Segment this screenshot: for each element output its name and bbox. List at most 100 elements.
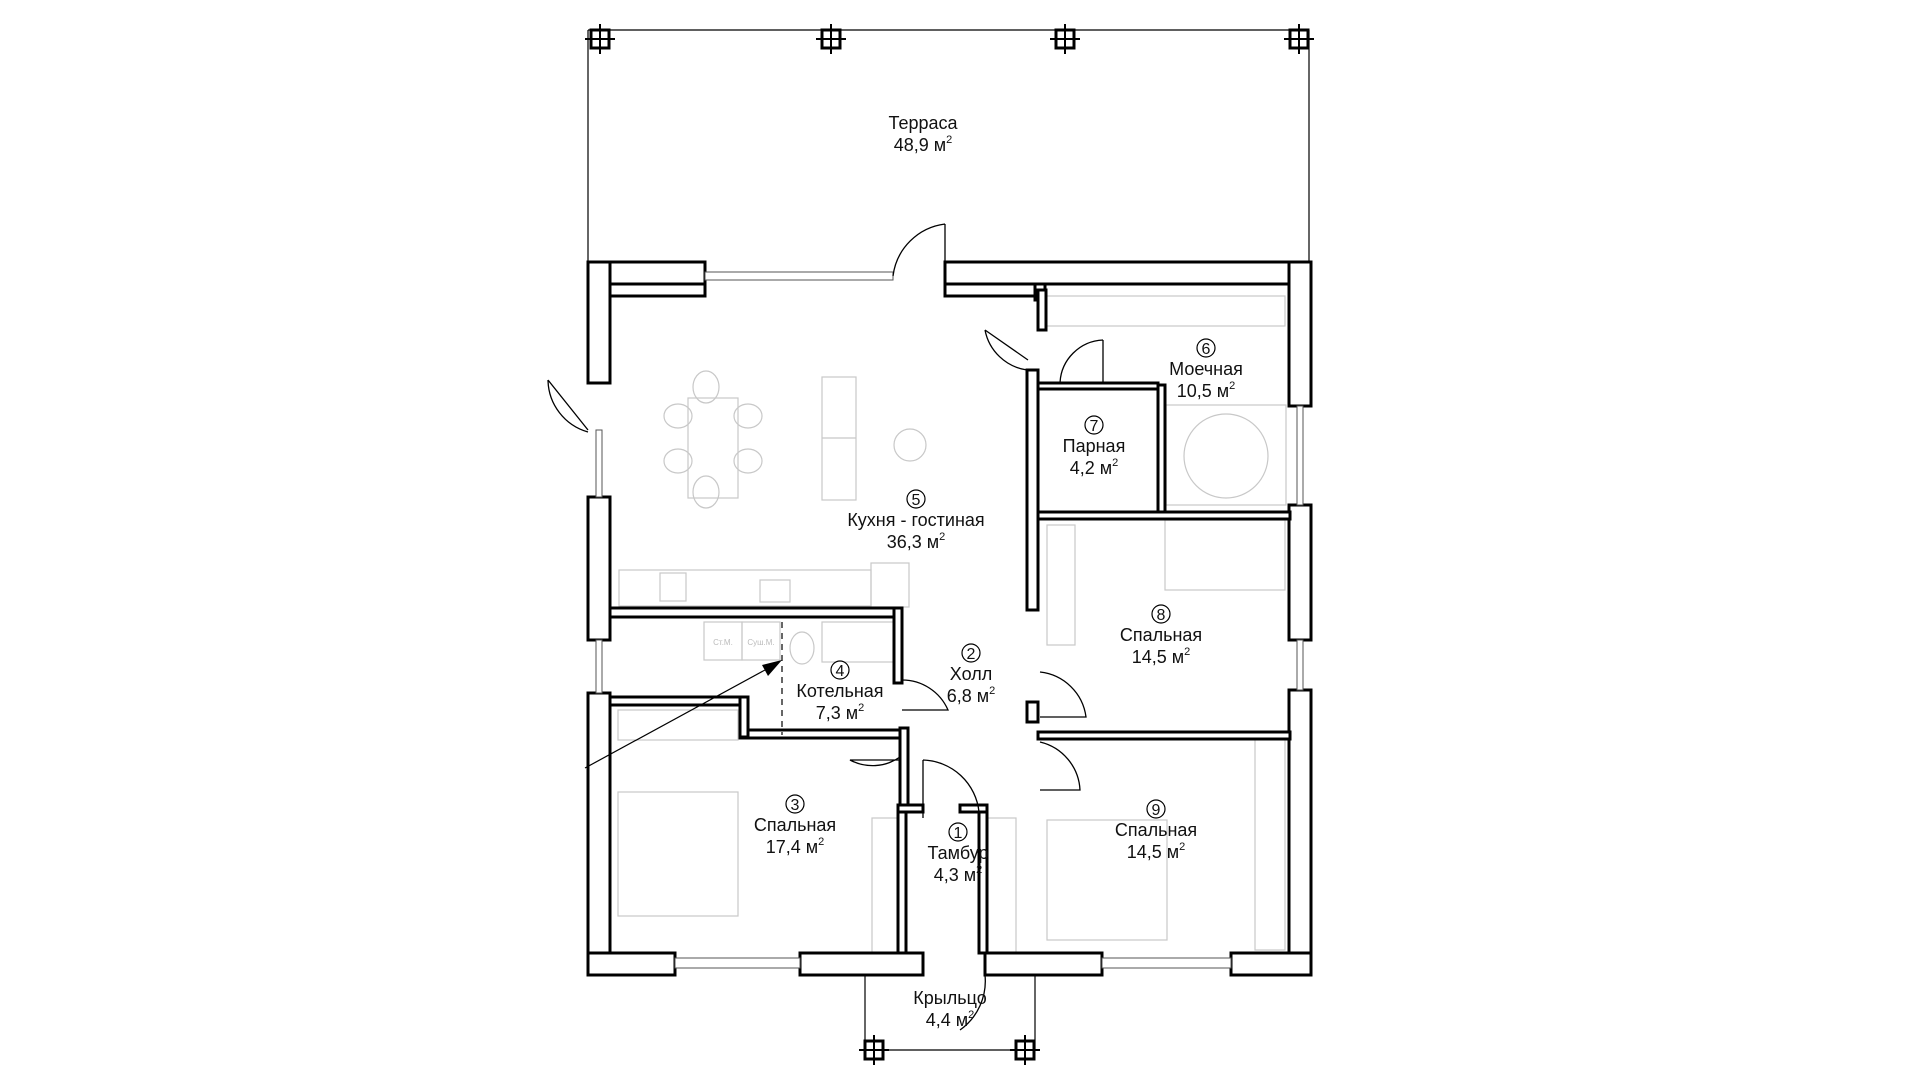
kitchen-counter-icon bbox=[618, 562, 910, 608]
room-number: 6 bbox=[1202, 341, 1211, 358]
exterior-wall bbox=[1287, 688, 1313, 977]
dining-table-icon bbox=[663, 370, 763, 509]
room-number-badge bbox=[961, 643, 981, 663]
room-area-unit-power: 2 bbox=[939, 531, 945, 543]
room-area-unit: м bbox=[1100, 458, 1112, 478]
room-name: Терраса bbox=[888, 113, 958, 133]
column-icon bbox=[1050, 24, 1080, 54]
room-number: 3 bbox=[791, 797, 800, 814]
interior-wall bbox=[1025, 700, 1040, 724]
exterior-wall bbox=[586, 495, 612, 642]
interior-wall bbox=[898, 726, 910, 810]
room-area-unit-power: 2 bbox=[1179, 841, 1185, 853]
room-number-badge bbox=[1151, 604, 1171, 624]
room-area-unit-power: 2 bbox=[976, 864, 982, 876]
exterior-wall bbox=[586, 691, 612, 977]
door-swing bbox=[1039, 741, 1081, 791]
room-name: Спальная bbox=[1115, 820, 1197, 840]
room-area-unit: м bbox=[806, 837, 818, 857]
column-icon bbox=[585, 24, 615, 54]
room-area-value: 4,2 bbox=[1070, 458, 1095, 478]
furniture: Ст.М. Суш.М. bbox=[617, 295, 1287, 954]
exterior-wall bbox=[943, 260, 1313, 286]
room-number-badge bbox=[830, 660, 850, 680]
interior-wall bbox=[977, 803, 989, 955]
room-area-unit-power: 2 bbox=[989, 685, 995, 697]
dryer-label: Суш.М. bbox=[747, 638, 774, 647]
interior-wall bbox=[958, 803, 989, 814]
column-icon bbox=[816, 24, 846, 54]
room-area: 14,5 м2 bbox=[1127, 841, 1186, 862]
door-swing bbox=[901, 679, 949, 711]
boiler-room-fixtures-icon: Ст.М. Суш.М. bbox=[703, 621, 897, 665]
room-area: 4,2 м2 bbox=[1070, 457, 1119, 478]
door-swing bbox=[849, 756, 901, 767]
column-icon bbox=[859, 1035, 889, 1065]
exterior-wall bbox=[1229, 951, 1313, 977]
sauna-bench-icon bbox=[1039, 295, 1286, 327]
interior-wall bbox=[608, 606, 904, 619]
room-area-value: 10,5 bbox=[1177, 381, 1212, 401]
interior-wall bbox=[1036, 288, 1048, 332]
room-area: 17,4 м2 bbox=[766, 836, 825, 857]
room-number: 7 bbox=[1090, 418, 1099, 435]
interior-wall bbox=[1036, 730, 1292, 741]
room-area: 10,5 м2 bbox=[1177, 380, 1236, 401]
window bbox=[1296, 405, 1304, 506]
room-area: 6,8 м2 bbox=[947, 685, 996, 706]
room-area-unit: м bbox=[1217, 381, 1229, 401]
interior-wall bbox=[738, 695, 750, 739]
room-number-badge bbox=[1146, 799, 1166, 819]
window bbox=[595, 639, 603, 694]
interior-wall bbox=[896, 803, 908, 955]
room-number: 2 bbox=[967, 646, 976, 663]
room-area-unit-power: 2 bbox=[858, 702, 864, 714]
exterior-wall bbox=[983, 951, 1104, 977]
interior-wall bbox=[608, 695, 742, 707]
exterior-wall bbox=[586, 260, 612, 385]
doors bbox=[547, 223, 1104, 1031]
room-name: Крыльцо bbox=[913, 988, 986, 1008]
room-area-unit: м bbox=[964, 865, 976, 885]
room-area-value: 4,3 bbox=[934, 865, 959, 885]
room-area-unit-power: 2 bbox=[1229, 380, 1235, 392]
room-number: 8 bbox=[1157, 607, 1166, 624]
room-number: 9 bbox=[1152, 802, 1161, 819]
sofa-icon bbox=[821, 376, 857, 501]
room-area-unit: м bbox=[934, 135, 946, 155]
room-area-unit: м bbox=[1172, 647, 1184, 667]
washer-label: Ст.М. bbox=[713, 638, 733, 647]
window bbox=[674, 957, 801, 969]
room-number-badge bbox=[948, 822, 968, 842]
room-number-badge bbox=[785, 794, 805, 814]
room-name: Парная bbox=[1063, 436, 1126, 456]
room-area-value: 7,3 bbox=[816, 703, 841, 723]
room-area-value: 4,4 bbox=[926, 1010, 951, 1030]
room-name: Тамбур bbox=[927, 843, 988, 863]
entry-arrow-icon bbox=[584, 660, 782, 769]
bathtub-icon bbox=[1165, 404, 1287, 506]
room-area-value: 14,5 bbox=[1127, 842, 1162, 862]
interior-wall bbox=[738, 728, 902, 740]
door-swing bbox=[984, 329, 1029, 371]
exterior-wall bbox=[586, 951, 677, 977]
room-area-unit-power: 2 bbox=[968, 1009, 974, 1021]
room-area-value: 17,4 bbox=[766, 837, 801, 857]
room-name: Спальная bbox=[1120, 625, 1202, 645]
column-icon bbox=[1010, 1035, 1040, 1065]
room-area-unit-power: 2 bbox=[818, 836, 824, 848]
window bbox=[595, 429, 603, 498]
room-name: Холл bbox=[950, 664, 992, 684]
room-name: Моечная bbox=[1169, 359, 1243, 379]
column-icon bbox=[1284, 24, 1314, 54]
room-number: 1 bbox=[954, 825, 963, 842]
room-number-badge bbox=[1196, 338, 1216, 358]
